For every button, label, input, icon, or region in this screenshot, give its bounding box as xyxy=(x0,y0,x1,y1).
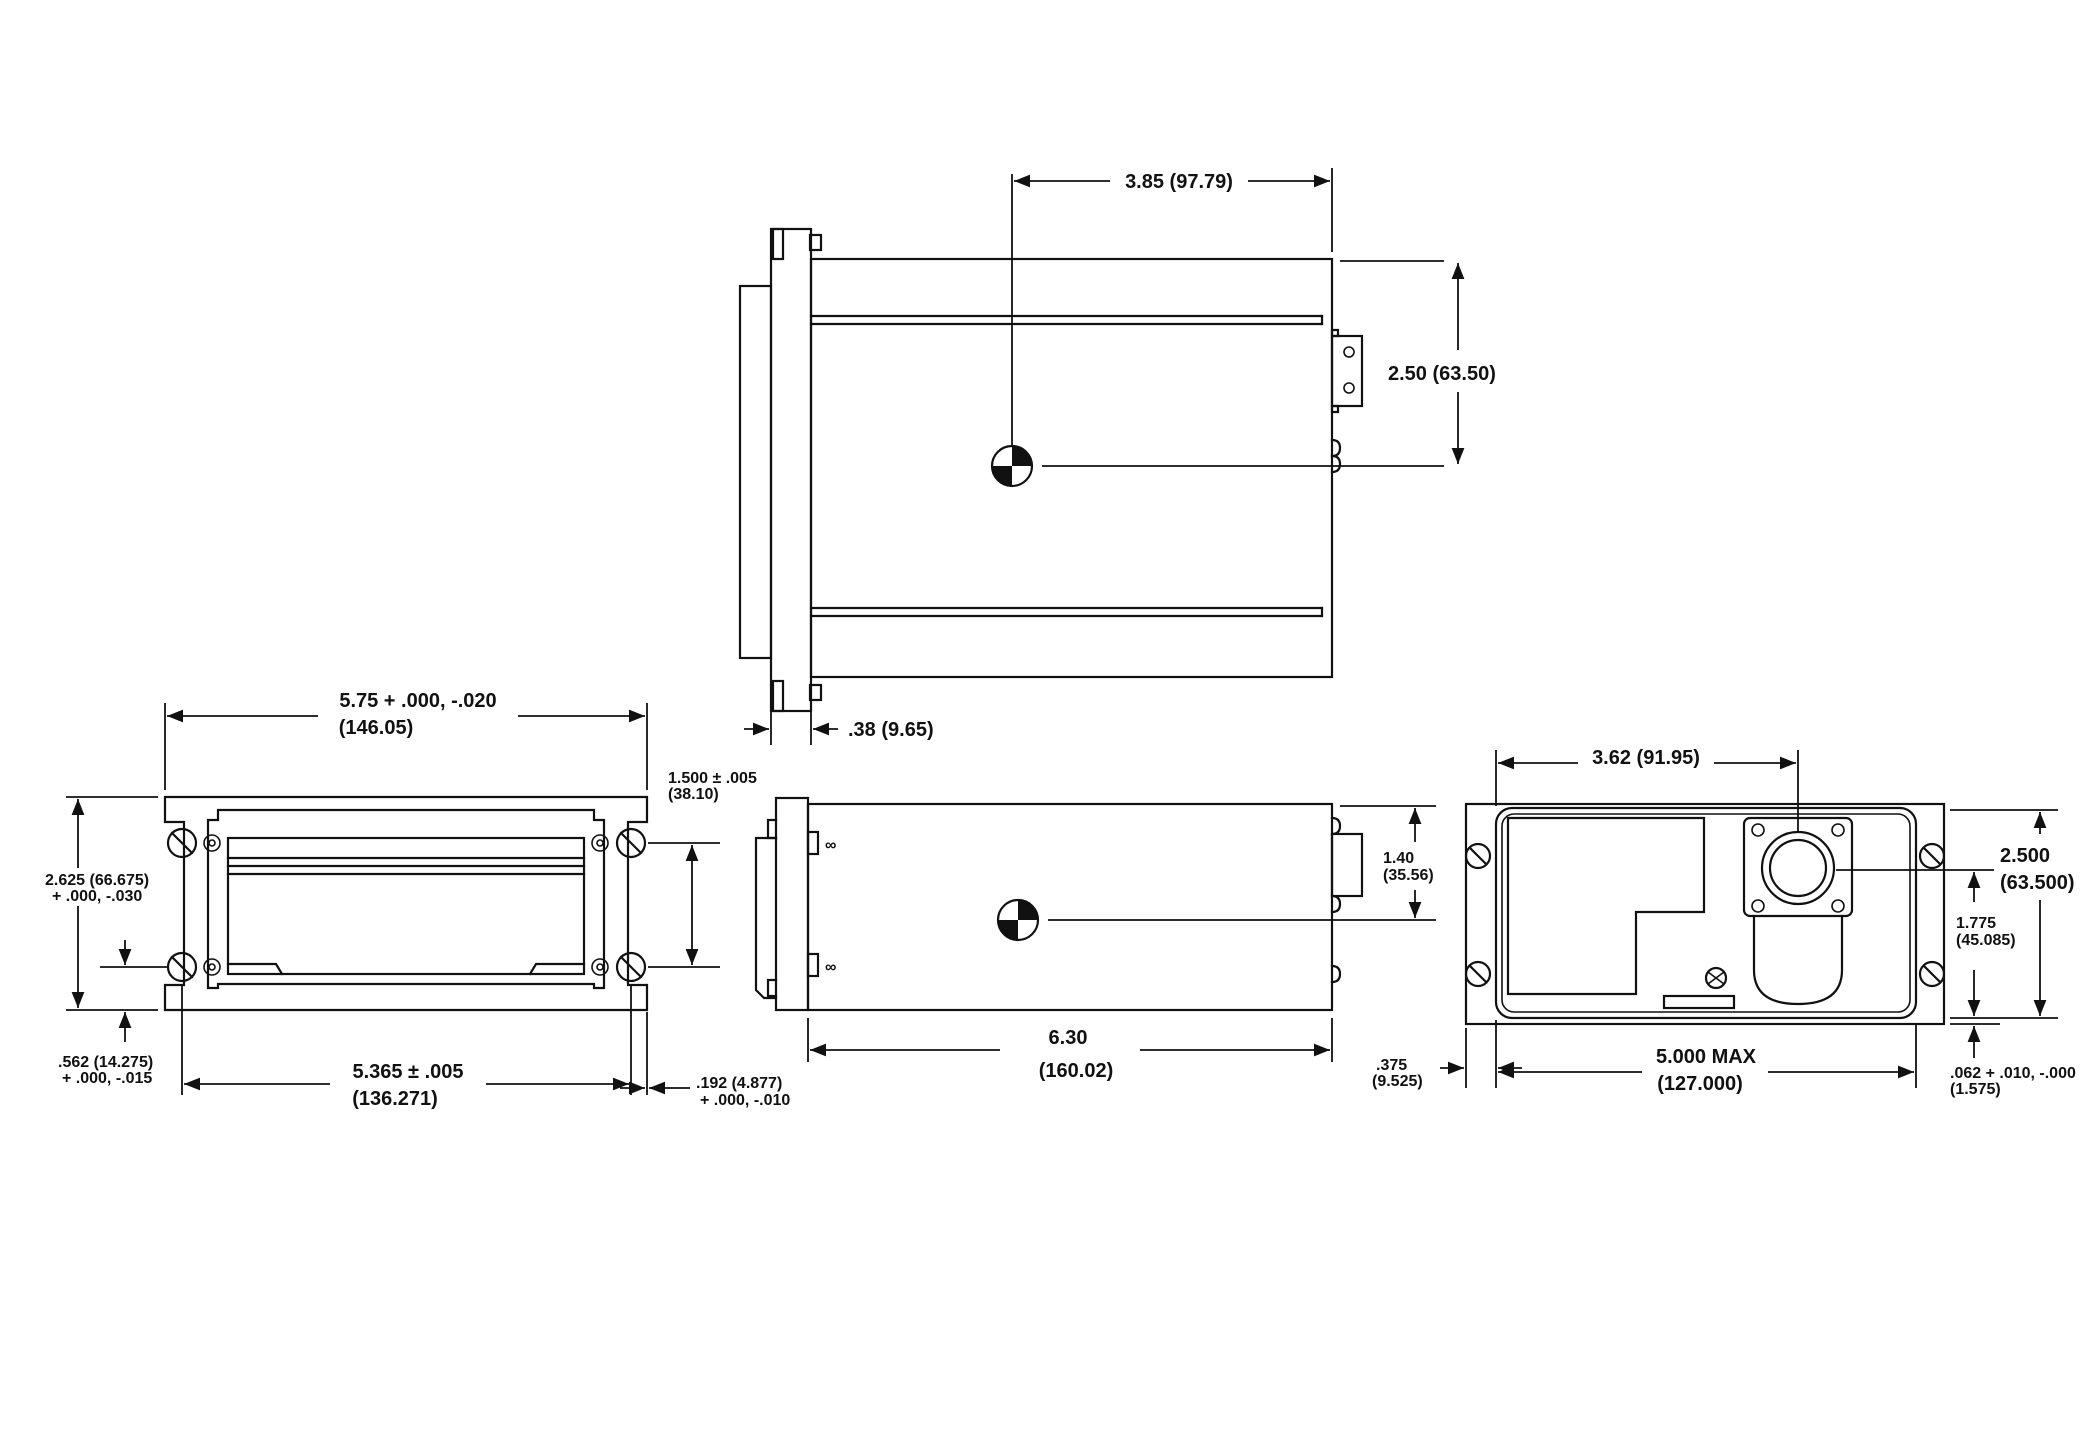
center-of-gravity-icon xyxy=(990,444,1034,488)
screw-icon xyxy=(166,827,647,983)
dim-rear-connector-h-2: (45.085) xyxy=(1956,932,2016,949)
dim-hole-span-1: 5.365 ± .005 xyxy=(352,1061,463,1083)
dim-rear-connector: 3.62 (91.95) xyxy=(1592,747,1700,769)
dim-rear-bottom-1: .062 + .010, -.000 xyxy=(1950,1065,2076,1082)
dim-hole-spacing-2: (38.10) xyxy=(668,786,719,803)
rear-view: 3.62 (91.95) 2.500 (63.500) 1.775 (45.08… xyxy=(1372,747,2076,1098)
dim-front-edge-2: + .000, -.010 xyxy=(700,1092,790,1109)
dim-side-height-2: (35.56) xyxy=(1383,867,1434,884)
top-view: 3.85 (97.79) 2.50 (63.50) .38 (9.65) xyxy=(738,168,1496,745)
side-view: ∞ ∞ 1.40 (35.56) 6.30 (160.02) xyxy=(754,796,1436,1082)
dim-rear-height-1: 2.500 xyxy=(2000,845,2050,867)
dim-rear-left-2: (9.525) xyxy=(1372,1073,1423,1090)
dim-front-bottom-1: .562 (14.275) xyxy=(58,1054,153,1071)
dim-hole-span-2: (136.271) xyxy=(352,1088,438,1110)
dim-front-edge-1: .192 (4.877) xyxy=(696,1075,782,1092)
center-of-gravity-icon xyxy=(996,898,1040,942)
dim-hole-spacing-1: 1.500 ± .005 xyxy=(668,770,757,787)
dim-front-height-2: + .000, -.030 xyxy=(52,888,142,905)
dim-front-width-2: (146.05) xyxy=(339,717,414,739)
screw-icon xyxy=(1464,842,1946,988)
dim-side-length-2: (160.02) xyxy=(1039,1060,1114,1082)
dim-front-width-1: 5.75 + .000, -.020 xyxy=(339,690,496,712)
dim-front-bottom-2: + .000, -.015 xyxy=(62,1070,152,1087)
dim-rear-height-2: (63.500) xyxy=(2000,872,2075,894)
svg-text:∞: ∞ xyxy=(825,837,836,854)
dim-side-height-1: 1.40 xyxy=(1383,850,1414,867)
dim-rear-left-1: .375 xyxy=(1376,1057,1407,1074)
dim-top-height: 2.50 (63.50) xyxy=(1388,363,1496,385)
dim-rear-connector-h-1: 1.775 xyxy=(1956,915,1996,932)
svg-text:∞: ∞ xyxy=(825,959,836,976)
dim-rear-width-1: 5.000 MAX xyxy=(1656,1046,1757,1068)
dim-rear-bottom-2: (1.575) xyxy=(1950,1081,2001,1098)
dim-side-length-1: 6.30 xyxy=(1049,1027,1088,1049)
dim-front-height-1: 2.625 (66.675) xyxy=(45,872,149,889)
front-view: 5.75 + .000, -.020 (146.05) 2.625 (66.67… xyxy=(45,690,790,1110)
dim-rear-width-2: (127.000) xyxy=(1657,1073,1743,1095)
dim-flange-thickness: .38 (9.65) xyxy=(848,719,934,741)
dim-top-width: 3.85 (97.79) xyxy=(1125,171,1233,193)
